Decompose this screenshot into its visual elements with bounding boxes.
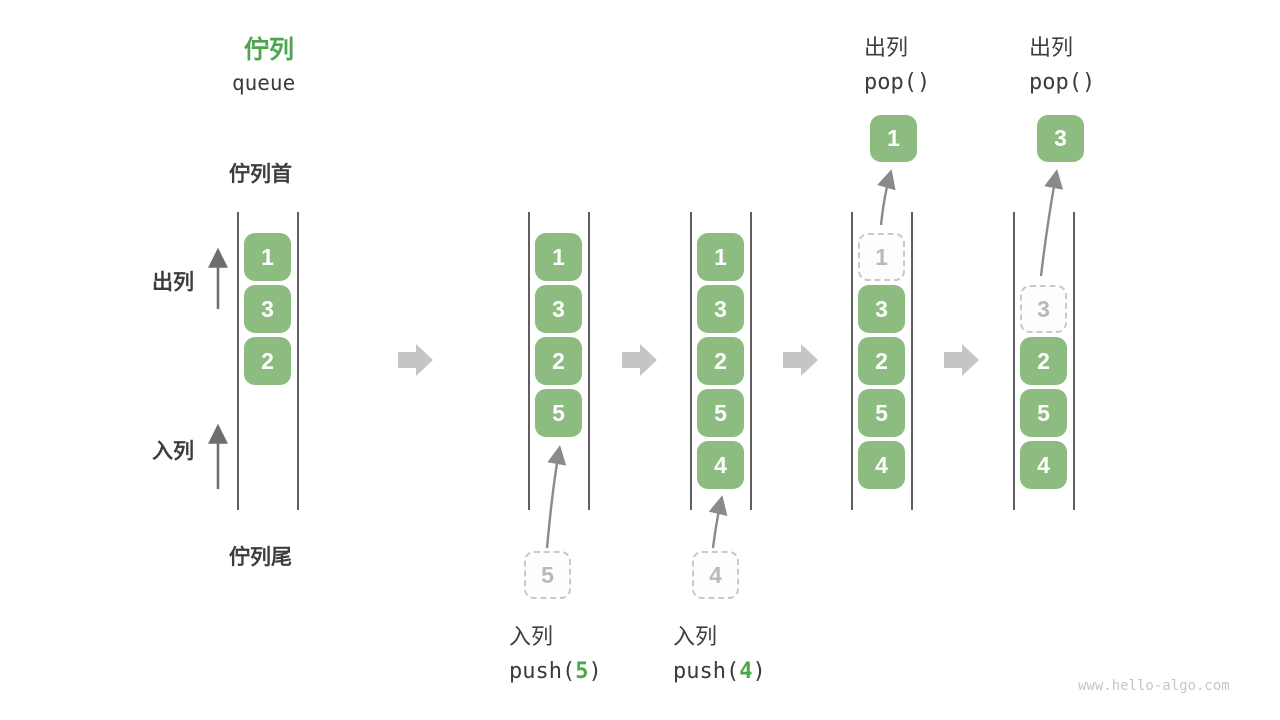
dequeue-motion-arrow-icon [1039,169,1064,277]
enqueue-op-label: 入列 push(5) [509,619,602,689]
enqueue-side-label: 入列 [152,440,194,463]
queue-element: 1 [697,233,744,281]
queue-element: 3 [858,285,905,333]
next-step-arrow-icon [944,344,979,376]
queue-element: 3 [244,285,291,333]
dequeue-op-label: 出列 pop() [1029,30,1095,100]
queue-element: 4 [858,441,905,489]
push-arg: 5 [575,659,589,684]
dequeue-motion-arrow-icon [877,169,896,226]
queue-wall-line [1013,212,1015,510]
enqueue-op-label: 入列 push(4) [673,619,766,689]
queue-element: 2 [535,337,582,385]
queue-element: 2 [1020,337,1067,385]
queue-wall-line [750,212,752,510]
queue-element: 2 [244,337,291,385]
queue-element-ghost: 3 [1020,285,1067,333]
enqueue-op-code: push(4) [673,659,766,684]
diagram-title-en: queue [232,71,296,95]
enqueue-motion-arrow-icon [708,495,728,549]
queue-element: 5 [697,389,744,437]
popped-element: 3 [1037,115,1084,162]
enqueue-motion-arrow-icon [545,445,567,549]
queue-tail-label: 佇列尾 [229,546,292,569]
incoming-element-ghost: 5 [524,551,571,599]
queue-element: 1 [244,233,291,281]
next-step-arrow-icon [622,344,657,376]
queue-element-ghost: 1 [858,233,905,281]
dequeue-op-zh: 出列 [1029,35,1074,60]
queue-wall-line [297,212,299,510]
queue-head-label: 佇列首 [229,163,292,186]
queue-wall-line [690,212,692,510]
site-watermark: www.hello-algo.com [1078,678,1230,694]
queue-wall-line [851,212,853,510]
queue-wall-line [237,212,239,510]
queue-element: 5 [1020,389,1067,437]
incoming-element-ghost: 4 [692,551,739,599]
enqueue-op-zh: 入列 [509,624,554,649]
next-step-arrow-icon [783,344,818,376]
queue-element: 2 [697,337,744,385]
queue-wall-line [528,212,530,510]
next-step-arrow-icon [398,344,433,376]
queue-wall-line [1073,212,1075,510]
enqueue-op-code: push(5) [509,659,602,684]
queue-wall-line [911,212,913,510]
queue-element: 3 [697,285,744,333]
dequeue-op-zh: 出列 [864,35,909,60]
dequeue-op-label: 出列 pop() [864,30,930,100]
queue-element: 3 [535,285,582,333]
push-arg: 4 [739,659,753,684]
queue-element: 4 [1020,441,1067,489]
queue-element: 5 [535,389,582,437]
dequeue-op-code: pop() [1029,70,1096,95]
dequeue-op-code: pop() [864,70,931,95]
dequeue-side-label: 出列 [152,271,194,294]
popped-element: 1 [870,115,917,162]
queue-element: 5 [858,389,905,437]
queue-element: 1 [535,233,582,281]
queue-element: 4 [697,441,744,489]
queue-element: 2 [858,337,905,385]
queue-wall-line [588,212,590,510]
enqueue-op-zh: 入列 [673,624,718,649]
diagram-title-zh: 佇列 [244,36,295,64]
